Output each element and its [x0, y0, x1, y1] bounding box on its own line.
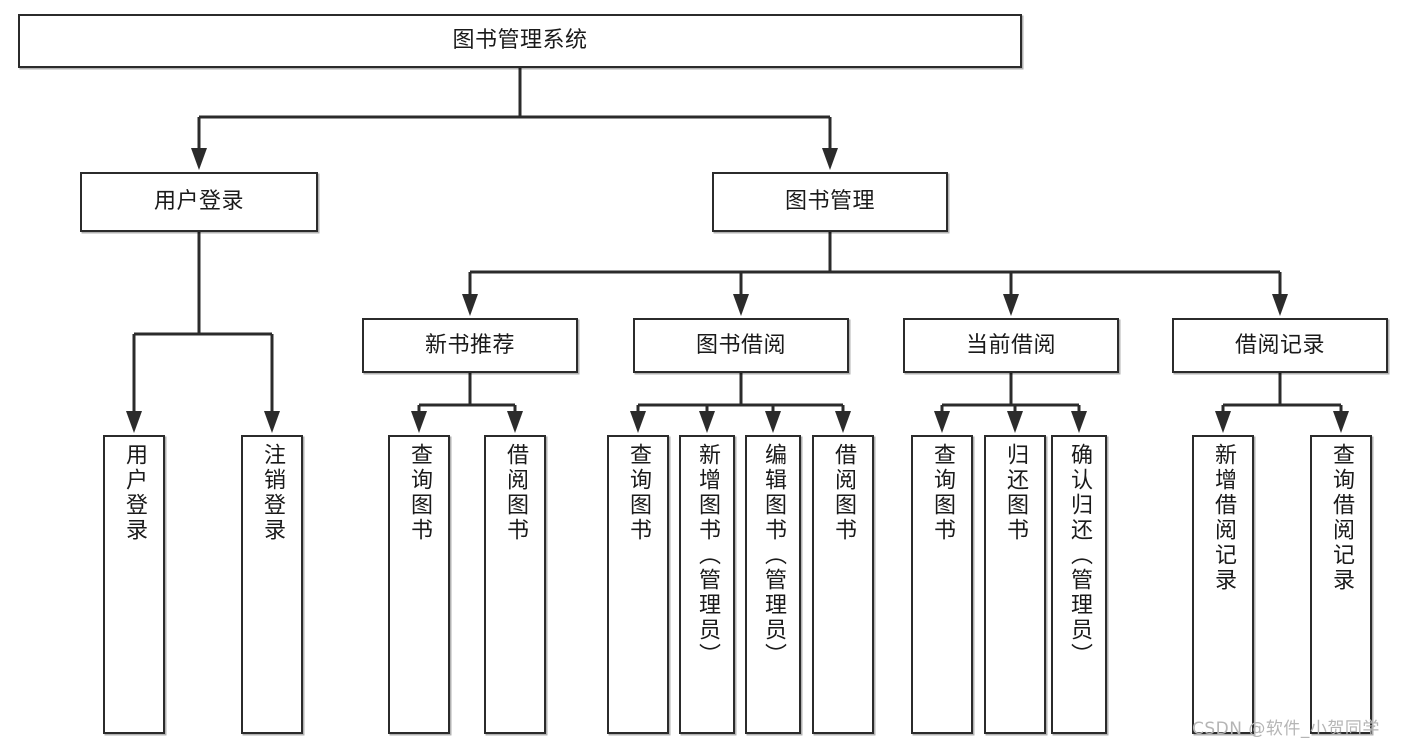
arrow-newrec-n_query	[411, 411, 427, 433]
arrow-newrec-n_borrow	[507, 411, 523, 433]
node-box-borrow: 图书借阅	[633, 318, 849, 373]
node-label-b_borrow: 借阅图书	[831, 443, 856, 543]
node-box-records: 借阅记录	[1172, 318, 1388, 373]
node-label-records: 借阅记录	[1234, 332, 1325, 358]
csdn-watermark: CSDN @软件_小贺同学	[1192, 719, 1380, 739]
arrow-records-r_add	[1215, 411, 1231, 433]
arrow-bookmgmt-newrec	[462, 294, 478, 316]
node-box-c_return: 归还图书	[984, 435, 1046, 734]
arrow-login-l_logout	[264, 411, 280, 433]
node-label-root: 图书管理系统	[452, 28, 588, 54]
node-box-n_query: 查询图书	[388, 435, 450, 734]
arrow-borrow-b_borrow	[835, 411, 851, 433]
node-box-c_confirm: 确认归还（管理员）	[1051, 435, 1107, 734]
node-box-r_add: 新增借阅记录	[1192, 435, 1254, 734]
arrow-borrow-b_add	[699, 411, 715, 433]
arrow-bookmgmt-current	[1003, 294, 1019, 316]
arrow-current-c_return	[1007, 411, 1023, 433]
node-box-b_edit: 编辑图书（管理员）	[745, 435, 801, 734]
node-label-r_add: 新增借阅记录	[1211, 443, 1236, 593]
arrow-current-c_confirm	[1071, 411, 1087, 433]
arrow-bookmgmt-borrow	[733, 294, 749, 316]
arrow-current-c_query	[934, 411, 950, 433]
node-label-n_query: 查询图书	[407, 443, 432, 543]
node-label-b_query: 查询图书	[626, 443, 651, 543]
node-label-newrec: 新书推荐	[424, 332, 515, 358]
node-label-r_query: 查询借阅记录	[1329, 443, 1354, 593]
node-box-newrec: 新书推荐	[362, 318, 578, 373]
node-label-l_logout: 注销登录	[260, 443, 285, 543]
arrow-records-r_query	[1333, 411, 1349, 433]
node-label-borrow: 图书借阅	[695, 332, 786, 358]
node-box-r_query: 查询借阅记录	[1310, 435, 1372, 734]
node-label-l_login: 用户登录	[122, 443, 147, 543]
node-box-b_add: 新增图书（管理员）	[679, 435, 735, 734]
node-box-current: 当前借阅	[903, 318, 1119, 373]
node-label-c_query: 查询图书	[930, 443, 955, 543]
node-box-b_borrow: 借阅图书	[812, 435, 874, 734]
arrow-login-l_login	[126, 411, 142, 433]
arrow-borrow-b_edit	[765, 411, 781, 433]
node-box-root: 图书管理系统	[18, 14, 1022, 68]
node-box-bookmgmt: 图书管理	[712, 172, 948, 232]
node-box-c_query: 查询图书	[911, 435, 973, 734]
node-box-b_query: 查询图书	[607, 435, 669, 734]
node-label-b_edit: 编辑图书（管理员）	[761, 443, 786, 668]
arrow-root-login	[191, 148, 207, 170]
node-label-current: 当前借阅	[965, 332, 1056, 358]
node-label-b_add: 新增图书（管理员）	[695, 443, 720, 668]
arrow-borrow-b_query	[630, 411, 646, 433]
node-label-c_confirm: 确认归还（管理员）	[1067, 443, 1092, 668]
node-box-l_logout: 注销登录	[241, 435, 303, 734]
node-label-n_borrow: 借阅图书	[503, 443, 528, 543]
node-box-login: 用户登录	[80, 172, 318, 232]
node-label-c_return: 归还图书	[1003, 443, 1028, 543]
node-label-login: 用户登录	[153, 189, 244, 215]
arrow-bookmgmt-records	[1272, 294, 1288, 316]
arrow-root-bookmgmt	[822, 148, 838, 170]
node-label-bookmgmt: 图书管理	[784, 189, 875, 215]
node-box-l_login: 用户登录	[103, 435, 165, 734]
node-box-n_borrow: 借阅图书	[484, 435, 546, 734]
